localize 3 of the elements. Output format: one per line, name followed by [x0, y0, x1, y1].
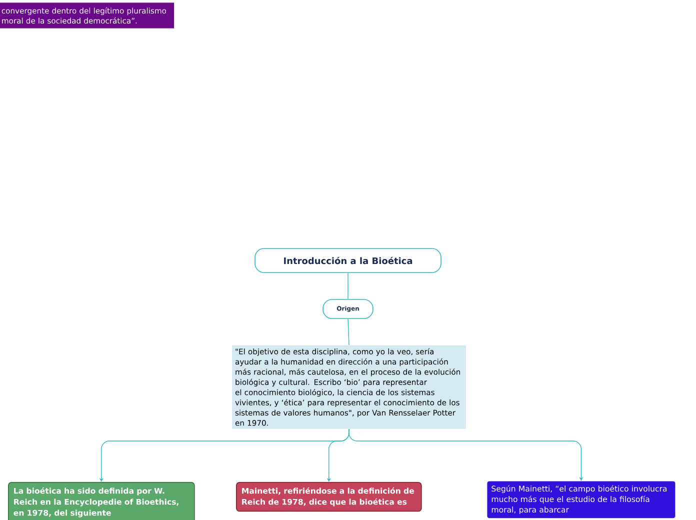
connector-line	[348, 318, 350, 346]
title-box: Introducción a la Bioética	[254, 248, 442, 273]
arrow	[348, 428, 584, 481]
